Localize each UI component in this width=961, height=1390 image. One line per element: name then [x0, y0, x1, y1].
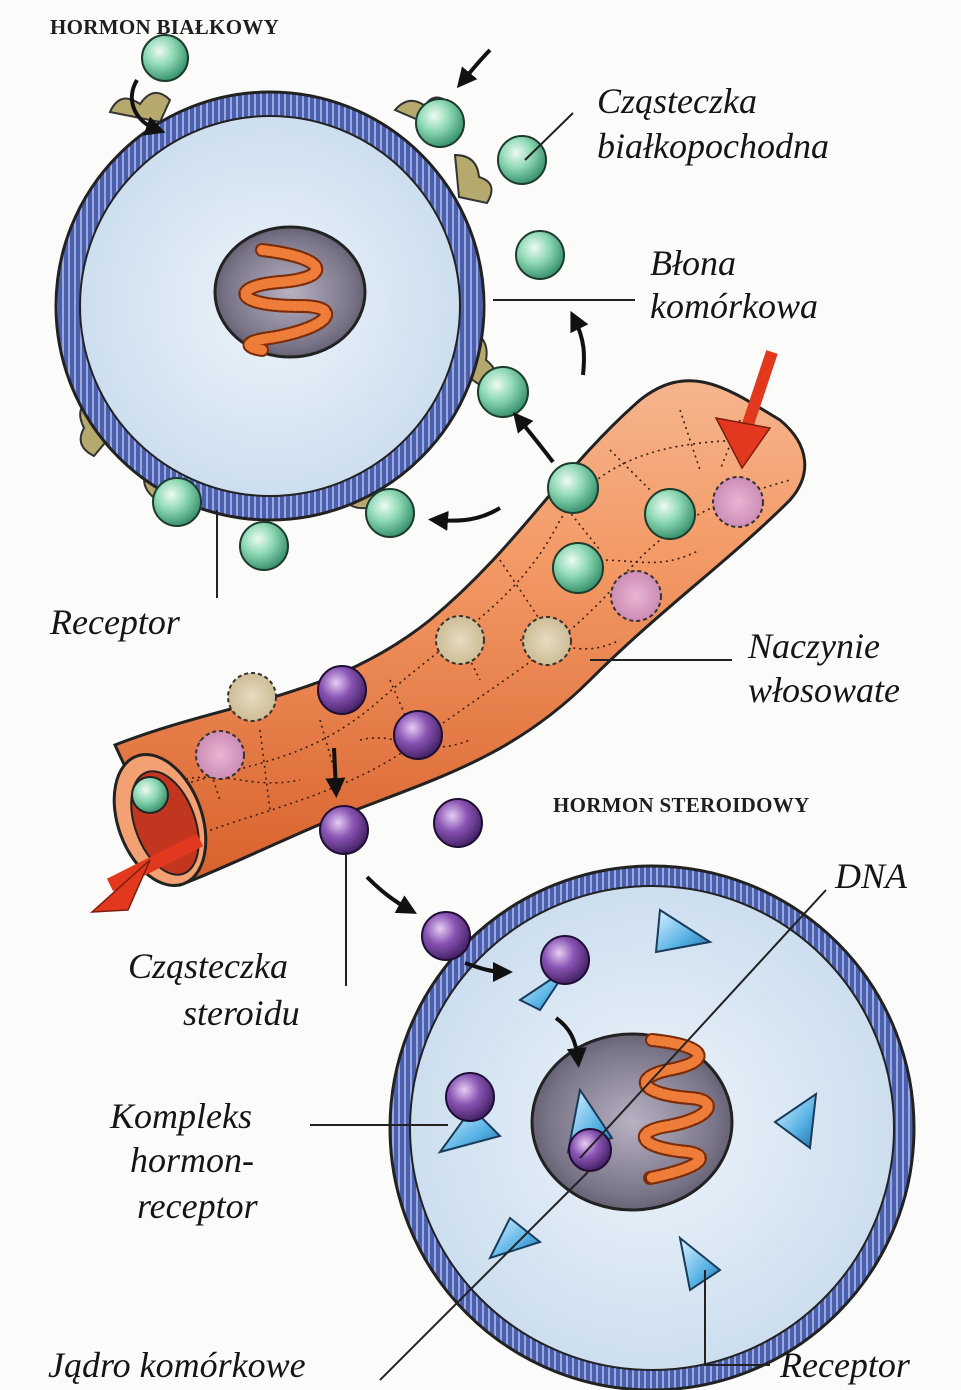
steroid-molecule-label-line1: Cząsteczka	[128, 946, 288, 986]
protein-molecule-label-line2: białkopochodna	[597, 126, 829, 166]
steroid-hormone-title: HORMON STEROIDOWY	[553, 793, 810, 817]
complex-label-line2: hormon-	[130, 1140, 254, 1180]
membrane-label-line2: komórkowa	[650, 286, 818, 326]
protein-molecule-label-line1: Cząsteczka	[597, 81, 757, 121]
protein-receptor-label: Receptor	[49, 602, 181, 642]
complex-label-line1: Kompleks	[109, 1096, 252, 1136]
steroid-molecule-label-line2: steroidu	[183, 993, 300, 1033]
nucleus-label: Jądro komórkowe	[48, 1345, 306, 1385]
steroid-receptor-label: Receptor	[779, 1345, 911, 1385]
complex-label-line3: receptor	[137, 1186, 259, 1226]
protein-hormone-title: HORMON BIAŁKOWY	[50, 15, 279, 39]
capillary-label-line1: Naczynie	[747, 626, 880, 666]
capillary-label-line2: włosowate	[748, 670, 900, 710]
dna-label: DNA	[834, 856, 908, 896]
membrane-label-line1: Błona	[650, 243, 736, 283]
